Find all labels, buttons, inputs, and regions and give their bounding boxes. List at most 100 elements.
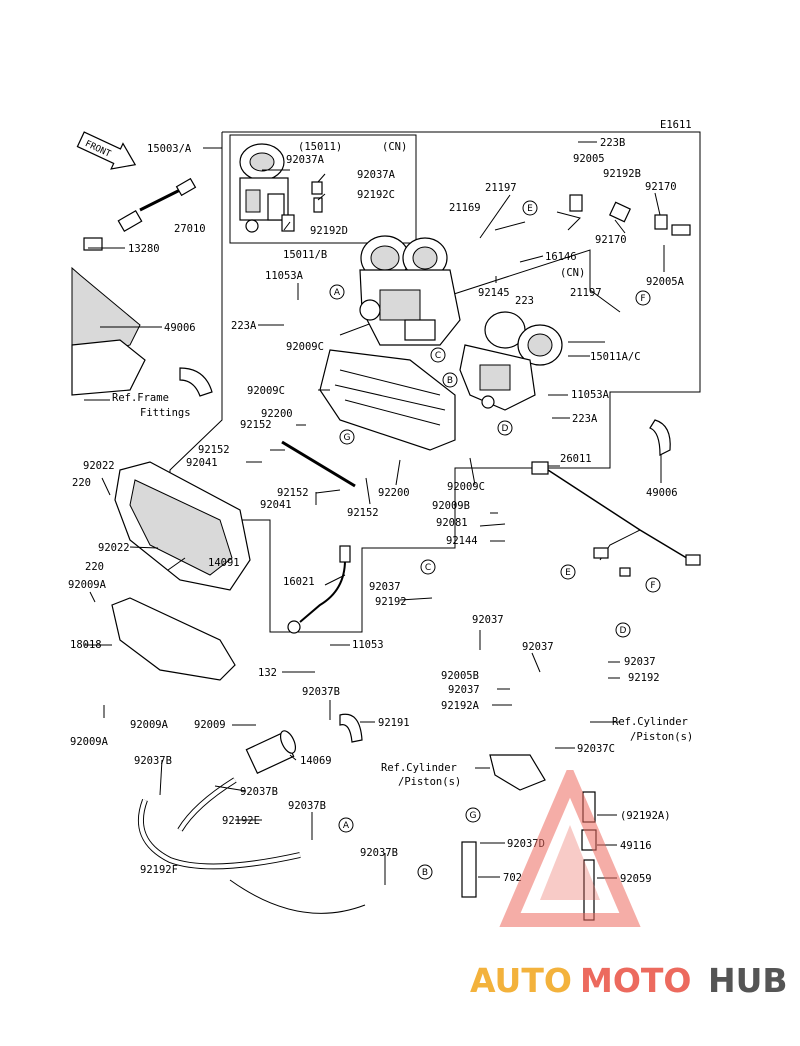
svg-text:A: A [334,288,341,298]
svg-text:E: E [565,568,571,578]
label: 49006 [164,322,196,334]
svg-text:B: B [447,376,453,386]
ref-marker-b: B [417,864,433,880]
connector-27010-drawing [83,177,197,251]
label: 92037A [286,154,325,166]
elbow-hose-drawing [179,367,213,397]
label: 223B [600,137,625,149]
label: 92009B [432,500,470,512]
ref-marker-g: G [339,429,355,445]
label: 92192A [441,700,480,712]
label: 92192 [628,672,660,684]
cover-14091-drawing [114,461,251,591]
svg-text:F: F [640,294,645,304]
label: 92037B [134,755,172,767]
svg-text:A: A [343,821,350,831]
label: 92022 [98,542,130,554]
svg-text:F: F [650,581,655,591]
hose-lower-b [229,879,366,914]
label: 16146 [545,251,577,263]
label: 92170 [595,234,627,246]
label: 21197 [485,182,517,194]
svg-text:D: D [620,626,627,636]
rod-92041 [281,440,356,488]
label: Ref.Cylinder [381,762,457,774]
svg-text:G: G [470,811,477,821]
harness-26011-drawing [531,461,701,577]
label: 26011 [560,453,592,465]
label: 11053 [352,639,384,651]
label: 92152 [347,507,379,519]
label: 92037B [360,847,398,859]
label: 92192 [375,596,407,608]
label: 92005A [646,276,685,288]
label: /Piston(s) [398,776,461,788]
label: 92170 [645,181,677,193]
label: 92037 [369,581,401,593]
label: 702 [503,872,522,884]
label: 220 [85,561,104,573]
label: 92041 [186,457,218,469]
automotohub-watermark-logo: AUTO MOTO HUB [470,770,788,1000]
label: 92009A [68,579,107,591]
ref-marker-e: E [522,200,538,216]
hose-92192f-inner [139,799,301,869]
svg-text:C: C [425,563,431,573]
hose-92192e-inner [178,778,237,832]
carburetor-c-drawing [459,311,563,411]
canister-14069-drawing [245,730,297,775]
ref-marker-b: B [442,372,458,388]
label: 13280 [128,243,160,255]
label: 49116 [620,840,652,852]
label: 15011A/C [590,351,641,363]
ref-marker-d: D [615,622,631,638]
label: 92192C [357,189,395,201]
label: 92041 [260,499,292,511]
label: 11053A [265,270,304,282]
label: 92059 [620,873,652,885]
label: 92200 [261,408,293,420]
ref-marker-a: A [329,284,345,300]
label: Ref.Frame [112,392,169,404]
label: 49006 [646,487,678,499]
label: 14091 [208,557,240,569]
label: 92152 [277,487,309,499]
label: (CN) [382,141,407,153]
label: 92037 [472,614,504,626]
frame-fitting-drawing [71,266,146,396]
carburetor-cn-drawing [239,143,323,233]
label: 92037 [522,641,554,653]
label: 223A [231,320,257,332]
label: 92192B [603,168,641,180]
label: 92144 [446,535,478,547]
label: 92037 [448,684,480,696]
label: 92037 [624,656,656,668]
label: 92009 [194,719,226,731]
label: (92192A) [620,810,671,822]
cylinder-ref-drawing [489,754,546,791]
label: 92005 [573,153,605,165]
ref-markers: E A C B D F G E F C D G A B [329,200,661,880]
label: 92191 [378,717,410,729]
label: 92009C [286,341,324,353]
label: 15003/A [147,143,192,155]
ref-marker-a: A [338,817,354,833]
label: 92009C [247,385,285,397]
leader-lines [84,141,665,885]
ref-marker-c: C [430,347,446,363]
label: 92037B [302,686,340,698]
label: 27010 [174,223,206,235]
fittings-top-right-drawing [556,194,691,236]
watermark-hub: HUB [708,961,788,1000]
label: (15011) [298,141,342,153]
label: 92192E [222,815,260,827]
label: 92200 [378,487,410,499]
sensor-16021-drawing [287,545,351,634]
label: 220 [72,477,91,489]
label: 92022 [83,460,115,472]
label: 11053A [571,389,610,401]
label: Ref.Cylinder [612,716,688,728]
svg-text:B: B [422,868,428,878]
watermark-moto: MOTO [580,961,691,1000]
label: 92192D [310,225,348,237]
